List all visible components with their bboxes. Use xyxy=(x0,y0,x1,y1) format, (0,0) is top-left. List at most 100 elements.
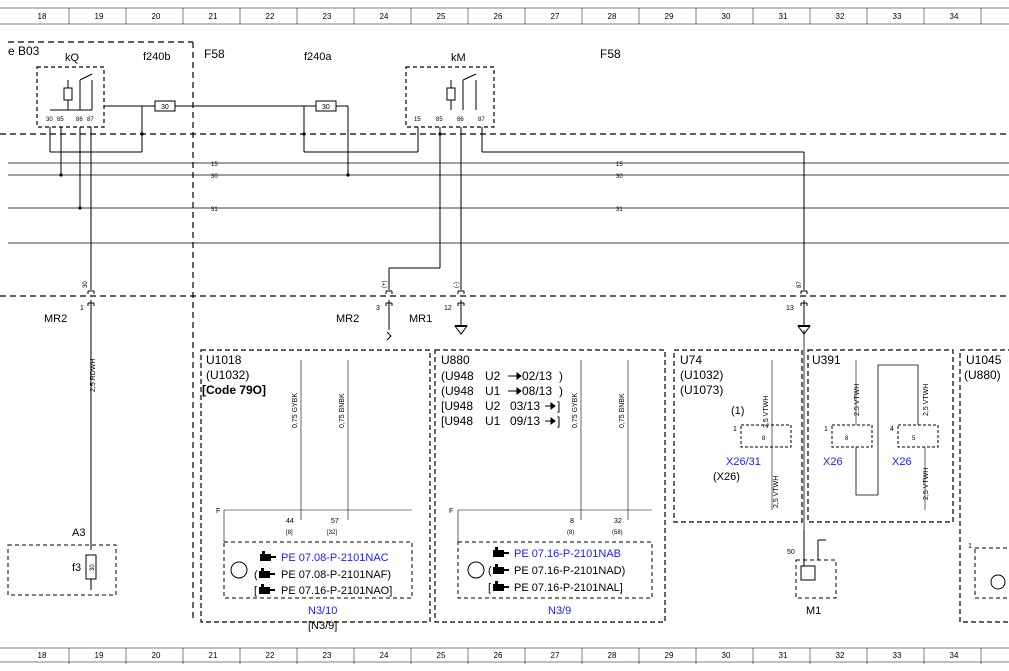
u391-pin1: 1 xyxy=(824,426,828,433)
u74-line3: (U1073) xyxy=(680,383,723,397)
mr-pin3: 3 xyxy=(376,305,380,312)
u880-pe-link-2[interactable]: PE 07.16-P-2101NAD) xyxy=(514,565,625,577)
u880-pe-link-1[interactable]: PE 07.16-P-2101NAB xyxy=(514,548,621,560)
u880-r3b: U2 xyxy=(485,399,501,413)
fuse-left-value: 30 xyxy=(161,104,169,111)
u74-line2: (U1032) xyxy=(680,368,723,382)
f3-value: 30 xyxy=(90,564,96,571)
ruler-column-label: 28 xyxy=(608,651,617,660)
u880-r3d: ] xyxy=(557,399,560,413)
u74-pin8: 8 xyxy=(762,436,766,442)
bus30-label-b: 30 xyxy=(616,174,623,180)
wire-bnbk-2: 0,75 BNBK xyxy=(619,393,626,428)
u880-r4c: 09/13 xyxy=(510,414,540,428)
ruler-column-label: 24 xyxy=(380,651,389,660)
arrow-right-icon xyxy=(508,372,556,425)
ruler-column-label: 27 xyxy=(551,12,560,21)
wire-vtwh-4: 2,5 VTWH xyxy=(923,384,930,416)
wire-gybk-2: 0,75 GYBK xyxy=(572,393,579,428)
f240a-label: f240a xyxy=(304,51,332,63)
mr-pin-plus: (+) xyxy=(382,280,388,288)
mr1-label: MR1 xyxy=(409,313,432,325)
u880-pin8b: (8) xyxy=(567,530,574,536)
relay-pin-label: 86 xyxy=(76,117,83,123)
u74-title: U74 xyxy=(680,353,702,367)
u880-pin8: 8 xyxy=(570,518,574,525)
ruler-column-label: 31 xyxy=(779,651,788,660)
pe-hand-icon xyxy=(493,564,509,574)
u880-box xyxy=(434,349,666,623)
relay-coil-icon xyxy=(63,87,73,101)
u1018-pin57: 57 xyxy=(331,518,339,525)
relay-wiring xyxy=(49,106,805,550)
relay-pin-label: 15 xyxy=(414,117,421,123)
u880-r4d: ] xyxy=(557,414,560,428)
u1018-title: U1018 xyxy=(206,353,242,367)
u391-pin5: 5 xyxy=(912,436,916,442)
ruler-column-label: 21 xyxy=(209,651,218,660)
top-bus-lines xyxy=(0,41,1009,620)
relay-pin-label: 87 xyxy=(87,117,94,123)
mr-connectors xyxy=(87,290,808,307)
ruler-column-label: 19 xyxy=(95,651,104,660)
ruler-column-label: 20 xyxy=(152,651,161,660)
ruler-column-label: 18 xyxy=(38,12,47,21)
mr2-mid-label: MR2 xyxy=(336,313,359,325)
u391-x26a[interactable]: X26 xyxy=(823,456,843,468)
u74-x2631[interactable]: X26/31 xyxy=(726,456,761,468)
u880-n39[interactable]: N3/9 xyxy=(548,605,571,617)
pe-hand-icon xyxy=(493,547,509,557)
control-unit-icon xyxy=(990,574,1006,590)
u880-title: U880 xyxy=(441,353,470,367)
starter-motor-icon xyxy=(795,530,837,599)
u880-r4a: [U948 xyxy=(441,414,473,428)
u1018-pe-link-3[interactable]: PE 07.16-P-2101NAO] xyxy=(281,585,392,597)
m1-pin50: 50 xyxy=(787,549,795,556)
mr-pin-minus: (-) xyxy=(454,282,460,288)
pe-hand-icon xyxy=(493,581,509,591)
u1018-f: F xyxy=(216,508,220,515)
bus30-label-a: 30 xyxy=(211,174,218,180)
ruler-column-label: 20 xyxy=(152,12,161,21)
control-unit-icon xyxy=(230,561,248,579)
ruler-column-label: 32 xyxy=(836,12,845,21)
u880-pe2-open: ( xyxy=(488,565,492,577)
ruler-column-label: 23 xyxy=(323,651,332,660)
bus31-label-b: 31 xyxy=(616,207,623,213)
ruler-column-label: 25 xyxy=(437,651,446,660)
ruler-column-label: 28 xyxy=(608,12,617,21)
u1018-line2: (U1032) xyxy=(206,368,249,382)
u1045-pin1: 1 xyxy=(968,543,972,550)
u1018-pe2-open: ( xyxy=(254,569,258,581)
u880-r4b: U1 xyxy=(485,414,501,428)
wire-vtwh-1: 2,5 VTWH xyxy=(763,396,770,428)
mr2-left-label: MR2 xyxy=(44,313,67,325)
u1018-line3: [Code 79O] xyxy=(202,383,266,397)
relay-kq xyxy=(36,66,105,128)
pe-hand-icon xyxy=(260,551,276,561)
pe-hand-icon xyxy=(259,568,275,578)
relay-pin-label: 86 xyxy=(457,117,464,123)
u1018-n310[interactable]: N3/10 xyxy=(308,605,337,617)
u1018-pe-link-2[interactable]: PE 07.08-P-2101NAF) xyxy=(281,569,391,581)
f3-label: f3 xyxy=(72,562,81,574)
ruler-column-label: 19 xyxy=(95,12,104,21)
bus31-label-a: 31 xyxy=(211,207,218,213)
u74-pin1: 1 xyxy=(733,426,737,433)
u880-f: F xyxy=(449,508,453,515)
u1018-pe3-open: [ xyxy=(254,585,257,597)
u391-x26b[interactable]: X26 xyxy=(892,456,912,468)
ruler-column-label: 33 xyxy=(893,651,902,660)
relay-km xyxy=(405,66,495,128)
relay-pin-label: 30 xyxy=(46,117,53,123)
ruler-column-label: 34 xyxy=(950,651,959,660)
ruler-column-label: 29 xyxy=(665,12,674,21)
wire-bnbk-1: 0,75 BNBK xyxy=(339,393,346,428)
ruler-column-label: 25 xyxy=(437,12,446,21)
mr-pin87: 87 xyxy=(797,281,803,288)
u880-r1d: ) xyxy=(559,369,563,383)
u880-pe-link-3[interactable]: PE 07.16-P-2101NAL] xyxy=(514,582,623,594)
kq-label: kQ xyxy=(65,52,80,64)
u1018-pe-link-1[interactable]: PE 07.08-P-2101NAC xyxy=(281,552,389,564)
u74-x26p: (X26) xyxy=(713,471,740,483)
